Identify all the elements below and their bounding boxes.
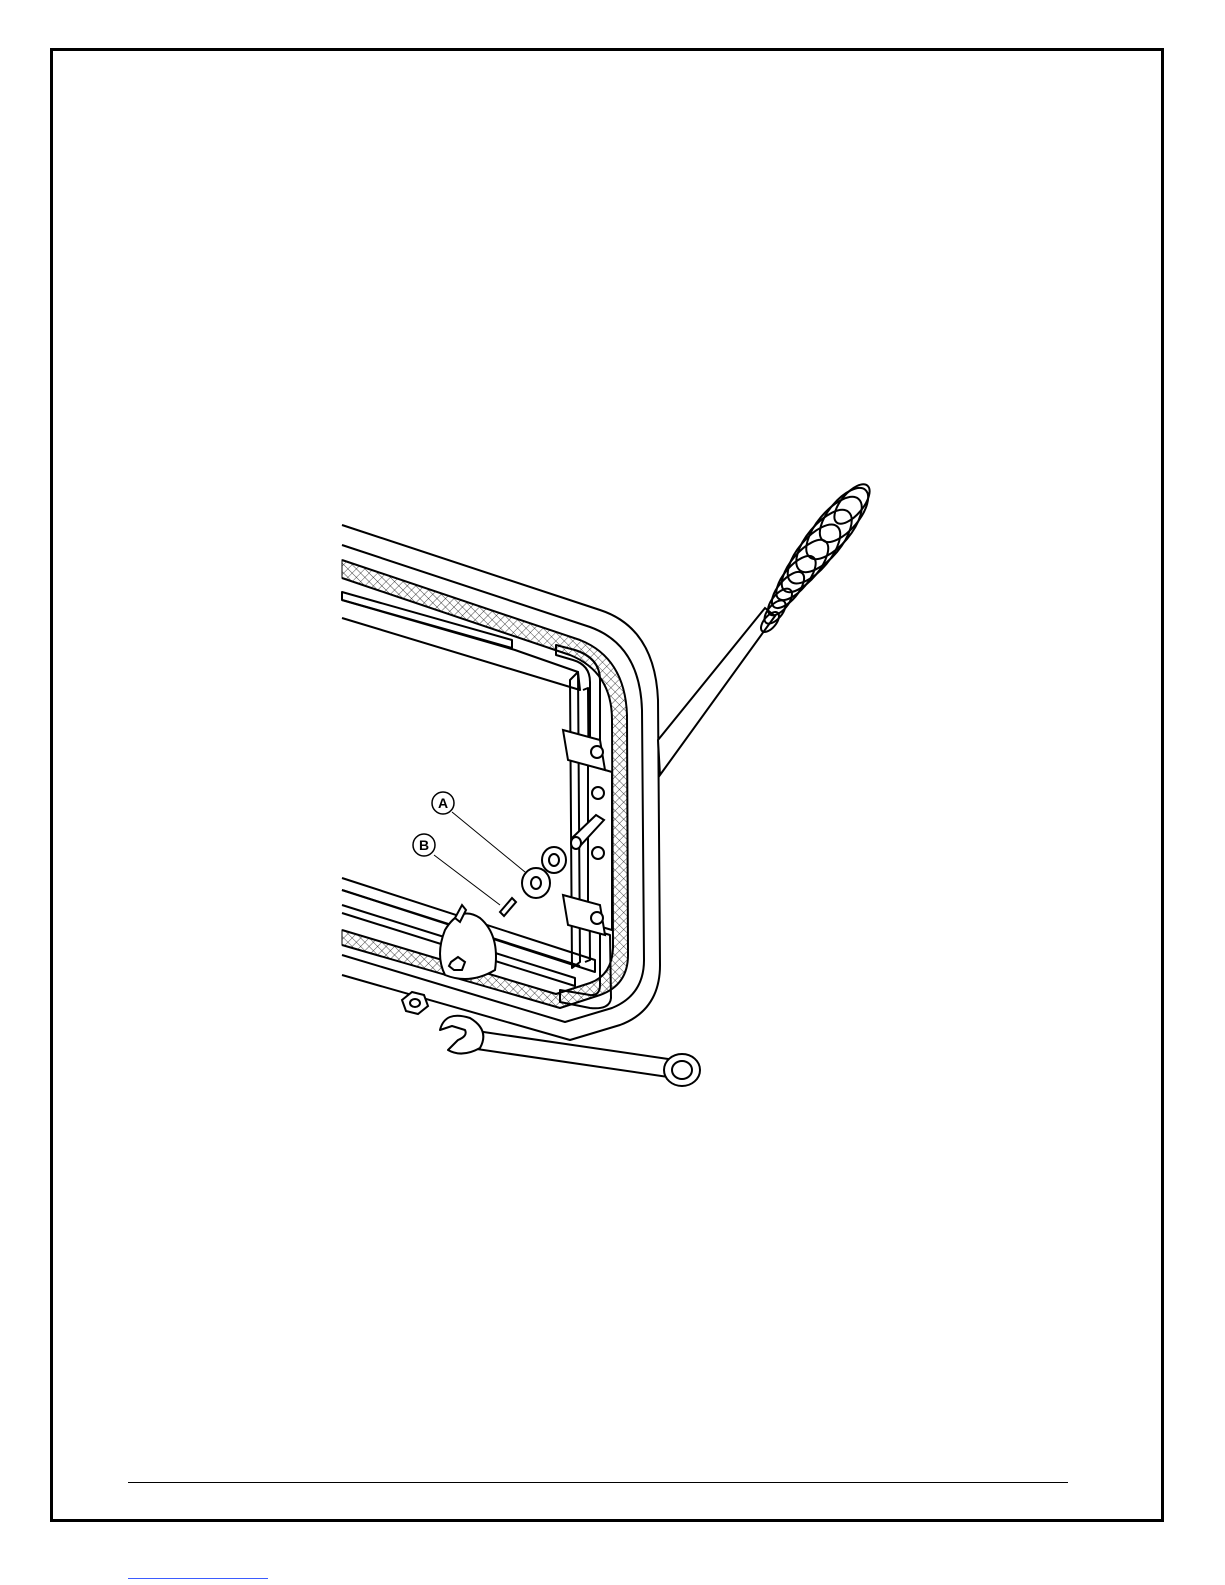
callout-a-label: A xyxy=(438,795,448,811)
leader-b xyxy=(434,855,500,905)
callout-a: A xyxy=(432,792,454,814)
latch-knob xyxy=(440,905,496,979)
hinge-screw xyxy=(592,847,604,859)
washer-a xyxy=(522,868,550,898)
callout-leaders xyxy=(434,812,525,905)
cotter-pin-b xyxy=(500,898,516,916)
hex-nut xyxy=(402,992,428,1014)
hinge-screw xyxy=(591,912,603,924)
handle-rod xyxy=(658,608,775,775)
hinge-screw xyxy=(592,787,604,799)
footer-link-underline xyxy=(128,1578,268,1579)
leader-a xyxy=(452,812,525,872)
spring-handle xyxy=(758,479,877,636)
callout-b-label: B xyxy=(419,837,429,853)
callout-b: B xyxy=(413,834,435,856)
washer-upper xyxy=(542,847,566,873)
wrench xyxy=(440,1016,700,1086)
hinge-screw xyxy=(591,746,603,758)
footer-rule xyxy=(128,1482,1068,1483)
